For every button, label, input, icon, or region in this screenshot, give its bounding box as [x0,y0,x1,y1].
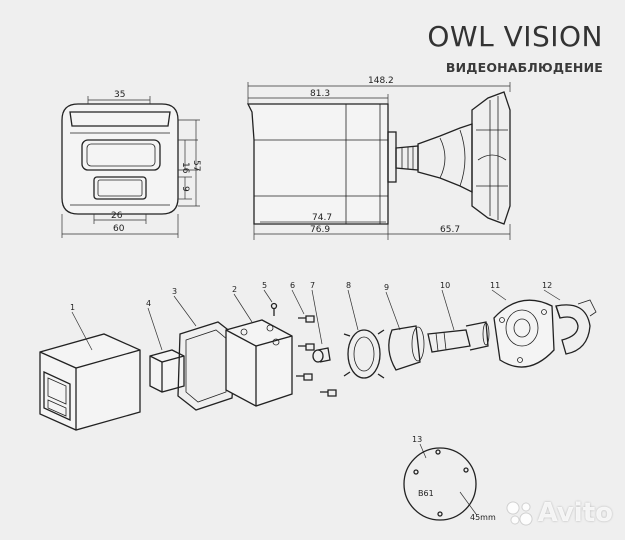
part-gasket [173,295,237,411]
dim-bracket: 65.7 [440,225,460,235]
template-dimension: 45mm [470,513,496,522]
avito-watermark: Avito [504,498,613,528]
part-housing [39,311,141,431]
part-number-10: 10 [440,281,450,290]
brand-subtitle: ВИДЕОНАБЛЮДЕНИЕ [445,60,603,75]
part-number-1: 1 [70,303,75,312]
part-stem [427,289,490,353]
dim-top-length: 81.3 [310,89,330,99]
part-pad [147,307,185,393]
part-number-2: 2 [232,285,237,294]
part-number-8: 8 [346,281,351,290]
part-screws [291,289,337,397]
avito-logo-icon [506,501,533,526]
part-number-7: 7 [310,281,315,290]
part-screw-small [263,289,278,316]
brand-title: OWL VISION [427,20,603,53]
dim-h2: 57 [191,160,201,171]
part-clip [543,289,597,355]
dim-body-total: 76.9 [310,225,330,235]
front-view: 35 26 60 16 57 9 [61,90,201,238]
part-number-6: 6 [290,281,295,290]
dim-h1: 16 [180,162,190,174]
part-junction-box [225,293,293,407]
part-number-3: 3 [172,287,177,296]
dim-overall: 148.2 [368,76,394,86]
exploded-view: 1 2 3 4 5 6 7 8 9 10 11 12 [39,281,597,431]
template-label: B61 [418,489,434,498]
part-number-4: 4 [146,299,151,308]
part-cone [385,291,425,371]
part-ring-nut [343,289,385,379]
mounting-template: 13 B61 45mm [403,435,496,522]
template-number: 13 [412,435,422,444]
brand-header: OWL VISION ВИДЕОНАБЛЮДЕНИЕ [427,20,603,75]
part-number-9: 9 [384,283,389,292]
dim-body-length: 74.7 [312,213,332,223]
dim-width-top: 35 [114,90,125,100]
dim-width-bottom: 26 [111,211,123,221]
part-number-11: 11 [490,281,500,290]
avito-watermark-text: Avito [537,498,613,528]
part-number-12: 12 [542,281,552,290]
side-view: 148.2 81.3 74.7 76.9 65.7 [246,76,511,240]
dim-width-total: 60 [113,224,125,234]
part-base [491,289,555,368]
dim-h3: 9 [180,186,190,192]
part-number-5: 5 [262,281,267,290]
part-plug [311,289,331,363]
